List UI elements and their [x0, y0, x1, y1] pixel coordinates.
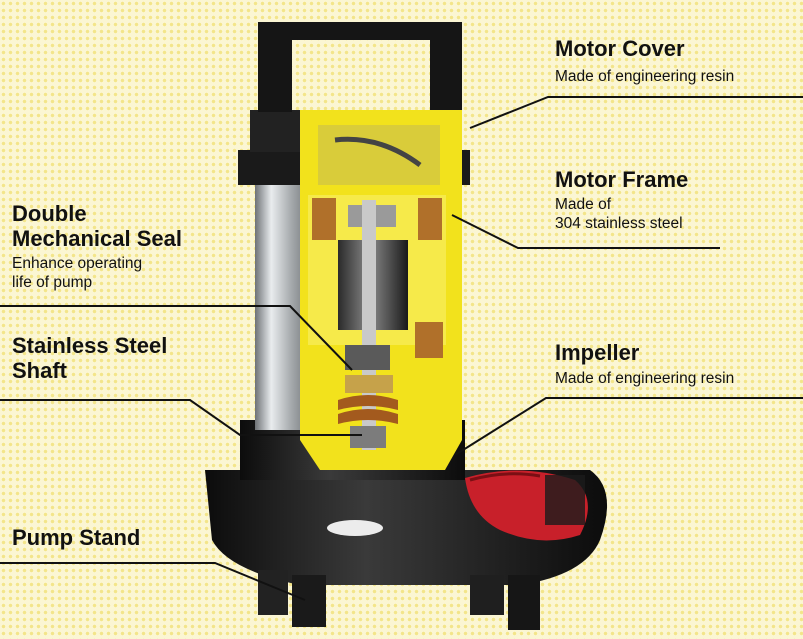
callout-double-seal: Double Mechanical Seal Enhance operating…	[12, 201, 182, 292]
shaft-title-1: Stainless Steel	[12, 333, 168, 358]
impeller-desc: Made of engineering resin	[555, 370, 735, 387]
leader-double-seal	[0, 305, 353, 371]
double-seal-desc-2: life of pump	[12, 274, 93, 291]
motor-cover-desc: Made of engineering resin	[555, 68, 735, 85]
motor-cover-title: Motor Cover	[555, 36, 685, 61]
shaft-title-2: Shaft	[12, 358, 67, 383]
leader-motor-cover	[469, 96, 803, 129]
callout-motor-frame: Motor Frame Made of 304 stainless steel	[555, 167, 688, 233]
double-seal-desc-1: Enhance operating	[12, 255, 143, 272]
double-seal-title-1: Double	[12, 201, 87, 226]
leader-lines	[0, 96, 803, 601]
callout-motor-cover: Motor Cover Made of engineering resin	[555, 36, 734, 86]
pump-stand-title: Pump Stand	[12, 525, 141, 550]
callout-impeller: Impeller Made of engineering resin	[555, 340, 734, 388]
leader-motor-frame	[451, 214, 720, 249]
leader-pump-stand	[0, 562, 306, 601]
callout-pump-stand: Pump Stand	[12, 525, 140, 550]
motor-frame-desc-1: Made of	[555, 196, 612, 213]
impeller-title: Impeller	[555, 340, 640, 365]
callout-shaft: Stainless Steel Shaft	[12, 333, 167, 383]
leader-impeller	[454, 397, 803, 456]
motor-frame-desc-2: 304 stainless steel	[555, 215, 683, 232]
double-seal-title-2: Mechanical Seal	[12, 226, 182, 251]
impeller-volute-shape	[465, 470, 588, 541]
leader-shaft	[0, 399, 362, 436]
cutaway-section	[300, 110, 462, 470]
motor-frame-title: Motor Frame	[555, 167, 689, 192]
